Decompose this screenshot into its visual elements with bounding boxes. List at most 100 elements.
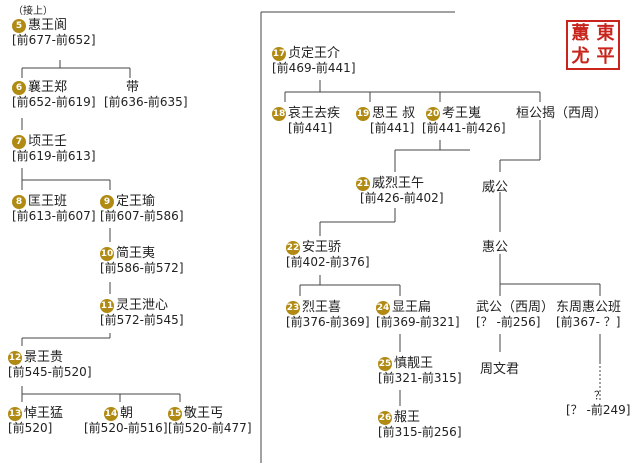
reign-number-badge: 13 — [8, 406, 22, 421]
reign-number-badge: 9 — [100, 194, 114, 209]
reign-number-badge: 23 — [286, 300, 300, 315]
reign-number-badge: 15 — [168, 406, 182, 421]
reign-number-badge: 6 — [12, 80, 26, 95]
king-name: ？ — [594, 389, 605, 402]
king-name: 赧王 — [394, 410, 421, 425]
seal-char: 蕙 — [571, 22, 590, 44]
king-name: 带 — [126, 80, 140, 95]
reign-number-badge: 5 — [12, 18, 26, 33]
reign-dates: [前652-前619] — [12, 95, 96, 109]
reign-number-badge: 24 — [376, 300, 390, 315]
duke-node-dongzhou-hui: 东周惠公班 [前367- ？] — [556, 300, 621, 330]
reign-dates: [前572-前545] — [100, 313, 184, 327]
reign-dates: [前520-前477] — [168, 421, 252, 435]
reign-number-badge: 26 — [378, 410, 392, 425]
reign-dates: [前607-前586] — [100, 209, 184, 223]
reign-number-badge: 11 — [100, 298, 114, 313]
king-name: 朝 — [120, 406, 134, 421]
unknown-node: ？ [？ -前249] — [566, 388, 630, 418]
reign-dates: [前441-前426] — [422, 121, 506, 135]
continued-note: （接上） — [13, 6, 53, 17]
king-name: 武公（西周） — [476, 300, 555, 315]
reign-dates: [？ -前256] — [476, 315, 541, 329]
reign-number-badge: 22 — [286, 240, 300, 255]
reign-number-badge: 7 — [12, 134, 26, 149]
king-name: 敬王丐 — [184, 406, 224, 421]
king-name: 慎靓王 — [394, 356, 434, 371]
reign-number-badge: 12 — [8, 350, 22, 365]
reign-dates: [前441] — [370, 121, 415, 135]
king-name: 灵王泄心 — [116, 298, 169, 313]
king-name: 定王瑜 — [116, 194, 156, 209]
seal-stamp: 蕙 東 尤 平 — [566, 20, 620, 70]
reign-dates: [前369-前321] — [376, 315, 460, 329]
king-name: 悼王猛 — [24, 406, 64, 421]
reign-dates: [前426-前402] — [360, 191, 444, 205]
king-name: 威烈王午 — [372, 176, 425, 191]
seal-char: 東 — [596, 22, 615, 44]
king-name: 烈王喜 — [302, 300, 342, 315]
king-name: 桓公揭（西周） — [516, 106, 608, 121]
reign-dates: [前636-前635] — [104, 95, 188, 109]
reign-number-badge: 18 — [272, 106, 286, 121]
reign-dates: [前315-前256] — [378, 425, 462, 439]
king-name: 考王嵬 — [442, 106, 482, 121]
reign-dates: [前586-前572] — [100, 261, 184, 275]
reign-dates: [前367- ？] — [556, 315, 621, 329]
king-name: 匡王班 — [28, 194, 68, 209]
king-name: 惠王阆 — [28, 18, 68, 33]
reign-dates: [前376-前369] — [286, 315, 370, 329]
king-name: 显王扁 — [392, 300, 432, 315]
reign-number-badge: 10 — [100, 246, 114, 261]
duke-node-wei: 威公 — [482, 180, 509, 195]
duke-node-huan: 桓公揭（西周） — [516, 106, 607, 121]
king-name: 景王贵 — [24, 350, 64, 365]
reign-dates: [前441] — [288, 121, 333, 135]
reign-number-badge: 19 — [356, 106, 370, 121]
reign-number-badge: 17 — [272, 46, 286, 61]
reign-dates: [前321-前315] — [378, 371, 462, 385]
king-name: 顷王壬 — [28, 134, 68, 149]
king-name: 襄王郑 — [28, 80, 68, 95]
reign-dates: [前402-前376] — [286, 255, 370, 269]
king-name: 贞定王介 — [288, 46, 341, 61]
reign-dates: [前677-前652] — [12, 33, 96, 47]
reign-number-badge: 20 — [426, 106, 440, 121]
reign-dates: [前520-前516] — [84, 421, 168, 435]
reign-number-badge: 14 — [104, 406, 118, 421]
king-name: 安王骄 — [302, 240, 342, 255]
reign-dates: [前619-前613] — [12, 149, 96, 163]
lord-node-zhouwen: 周文君 — [480, 362, 520, 377]
reign-dates: [前469-前441] — [272, 61, 356, 75]
duke-node-wu: 武公（西周） [？ -前256] — [476, 300, 554, 330]
king-name: 思王 叔 — [372, 106, 416, 121]
king-name: 东周惠公班 — [556, 300, 622, 315]
reign-dates: [？ -前249] — [566, 403, 631, 417]
duke-node-hui: 惠公 — [482, 240, 509, 255]
prince-node-dai: 带 [前636-前635] — [104, 80, 188, 110]
reign-number-badge: 25 — [378, 356, 392, 371]
reign-number-badge: 21 — [356, 176, 370, 191]
